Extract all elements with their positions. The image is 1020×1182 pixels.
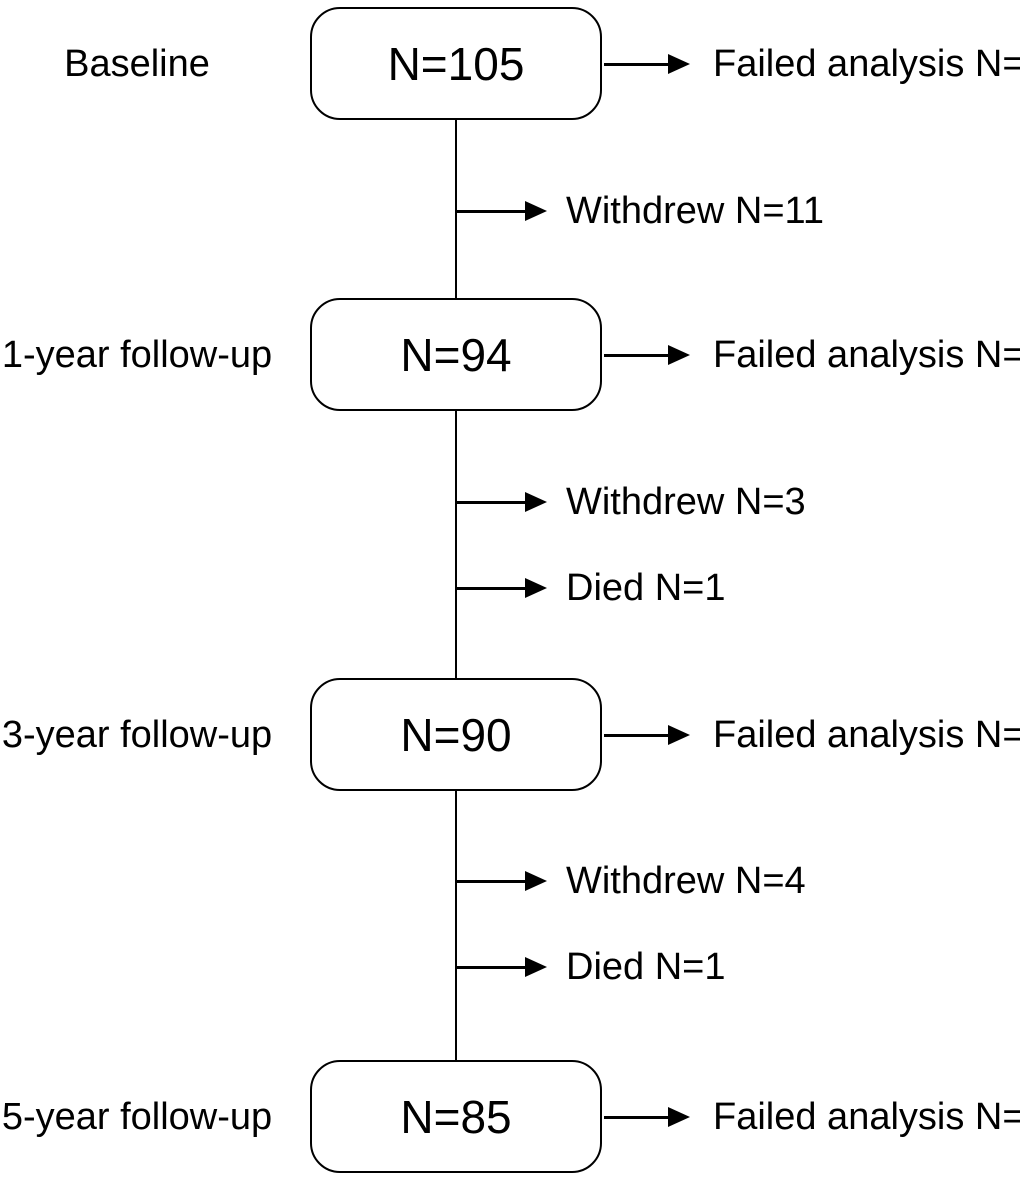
dropout-note-3: Withdrew N=4 <box>566 860 806 902</box>
arrow-right-icon <box>525 201 547 221</box>
excluded-note-0: Failed analysis N=7 <box>713 43 1020 85</box>
arrow-right-icon <box>668 725 690 745</box>
dropout-arrow-line-0 <box>457 210 525 213</box>
stage-count-5-year: N=85 <box>400 1090 512 1143</box>
stage-count-baseline: N=105 <box>387 37 525 90</box>
stage-count-1-year: N=94 <box>400 328 512 381</box>
excluded-arrow-line-0 <box>604 63 670 66</box>
dropout-arrow-line-2 <box>457 587 525 590</box>
dropout-note-0: Withdrew N=11 <box>566 190 825 232</box>
spine-connector-2 <box>455 411 457 678</box>
dropout-arrow-line-4 <box>457 966 525 969</box>
stage-box-3-year: N=90 <box>310 678 602 791</box>
stage-label-3-year: 3-year follow-up <box>1 714 273 756</box>
stage-box-baseline: N=105 <box>310 7 602 120</box>
arrow-right-icon <box>525 871 547 891</box>
excluded-arrow-line-2 <box>604 734 670 737</box>
arrow-right-icon <box>525 492 547 512</box>
excluded-arrow-line-3 <box>604 1116 670 1119</box>
arrow-right-icon <box>668 345 690 365</box>
spine-connector-3 <box>455 791 457 1060</box>
excluded-arrow-line-1 <box>604 354 670 357</box>
dropout-note-1: Withdrew N=3 <box>566 481 806 523</box>
stage-label-baseline: Baseline <box>64 43 210 85</box>
dropout-arrow-line-3 <box>457 880 525 883</box>
stage-box-1-year: N=94 <box>310 298 602 411</box>
spine-connector-1 <box>455 120 457 298</box>
stage-count-3-year: N=90 <box>400 708 512 761</box>
dropout-note-2: Died N=1 <box>566 567 726 609</box>
stage-label-1-year: 1-year follow-up <box>1 334 273 376</box>
stage-box-5-year: N=85 <box>310 1060 602 1173</box>
stage-label-5-year: 5-year follow-up <box>1 1096 273 1138</box>
arrow-right-icon <box>668 1107 690 1127</box>
excluded-note-1: Failed analysis N=1 <box>713 334 1020 376</box>
excluded-note-3: Failed analysis N=2 <box>713 1096 1020 1138</box>
arrow-right-icon <box>525 578 547 598</box>
dropout-note-4: Died N=1 <box>566 946 726 988</box>
dropout-arrow-line-1 <box>457 501 525 504</box>
excluded-note-2: Failed analysis N=4 <box>713 714 1020 756</box>
arrow-right-icon <box>668 54 690 74</box>
arrow-right-icon <box>525 957 547 977</box>
